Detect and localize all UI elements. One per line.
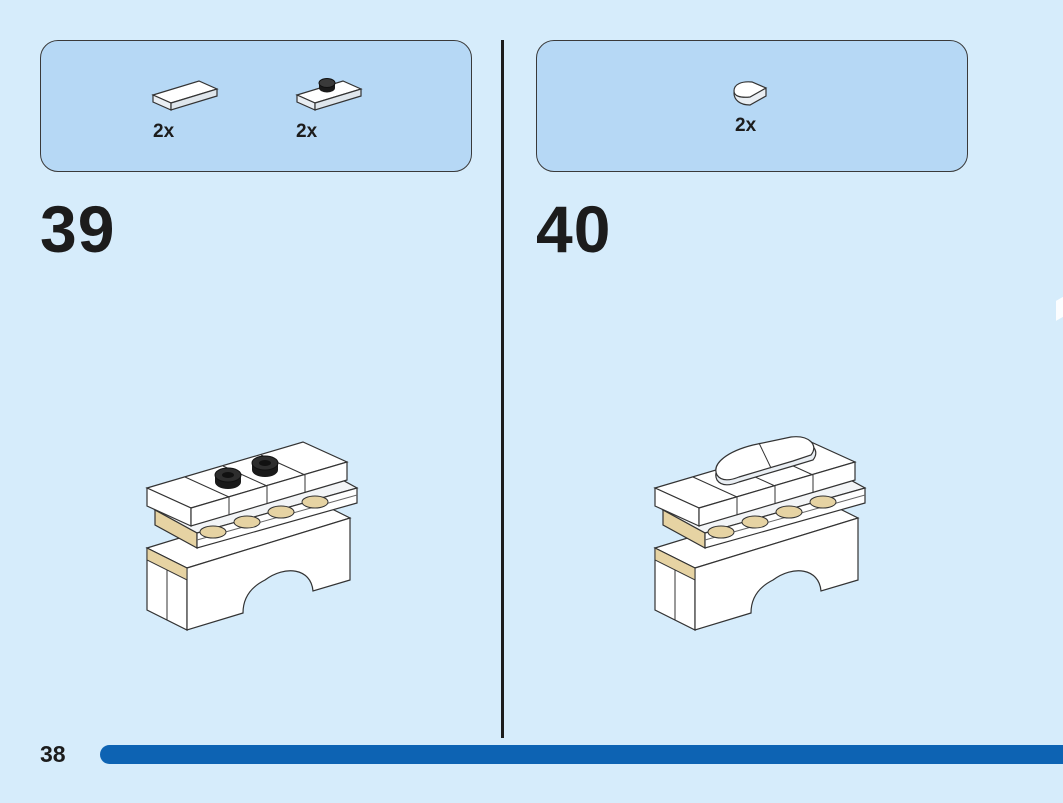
step-number-39: 39: [40, 192, 116, 266]
next-page-edge-decoration: [1056, 295, 1063, 321]
part-quantity: 2x: [735, 115, 757, 136]
step-divider: [501, 40, 504, 738]
model-assembly-step-40: [653, 436, 867, 631]
parts-list-step-40: 2x: [536, 40, 968, 172]
model-assembly-step-39: [145, 441, 359, 631]
footer-progress-bar: [100, 745, 1063, 764]
step-number-40: 40: [536, 192, 612, 266]
page-number: 38: [40, 741, 66, 767]
part-quantity: 2x: [153, 121, 175, 142]
tile-1x2-white-icon: [151, 80, 219, 111]
round-tile-white-icon: [733, 81, 768, 106]
plate-1x2-one-stud-white-icon: [295, 78, 363, 111]
parts-list-step-39: 2x 2x: [40, 40, 472, 172]
part-quantity: 2x: [296, 121, 318, 142]
